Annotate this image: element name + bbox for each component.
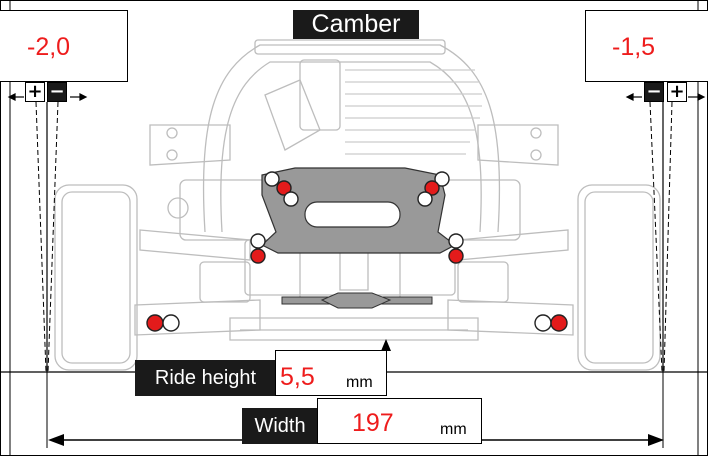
camber-left-plus-button[interactable]: + <box>25 82 45 102</box>
ride-height-unit: mm <box>346 374 373 391</box>
camber-arrows <box>7 93 706 101</box>
width-unit: mm <box>440 421 467 438</box>
width-box[interactable] <box>317 398 482 444</box>
camber-right-box <box>585 10 708 82</box>
ride-height-value: 5,5 <box>280 363 315 391</box>
car-drawing <box>54 39 661 371</box>
camber-right-value: -1,5 <box>612 33 656 61</box>
page-title: Camber <box>293 10 419 39</box>
camber-left-minus-button[interactable]: − <box>47 82 67 102</box>
ride-height-bar <box>281 292 433 309</box>
camber-right-minus-button[interactable]: − <box>644 82 664 102</box>
camber-guides <box>35 101 673 373</box>
width-value: 197 <box>352 409 394 437</box>
camber-plate <box>260 167 457 254</box>
camber-right-plus-button[interactable]: + <box>667 82 687 102</box>
camber-left-box <box>0 10 128 82</box>
camber-left-value: -2,0 <box>27 33 71 61</box>
ride-height-label: Ride height <box>135 360 276 396</box>
adjustment-points <box>146 171 568 332</box>
ride-height-box[interactable] <box>275 350 387 396</box>
width-label: Width <box>242 408 318 444</box>
